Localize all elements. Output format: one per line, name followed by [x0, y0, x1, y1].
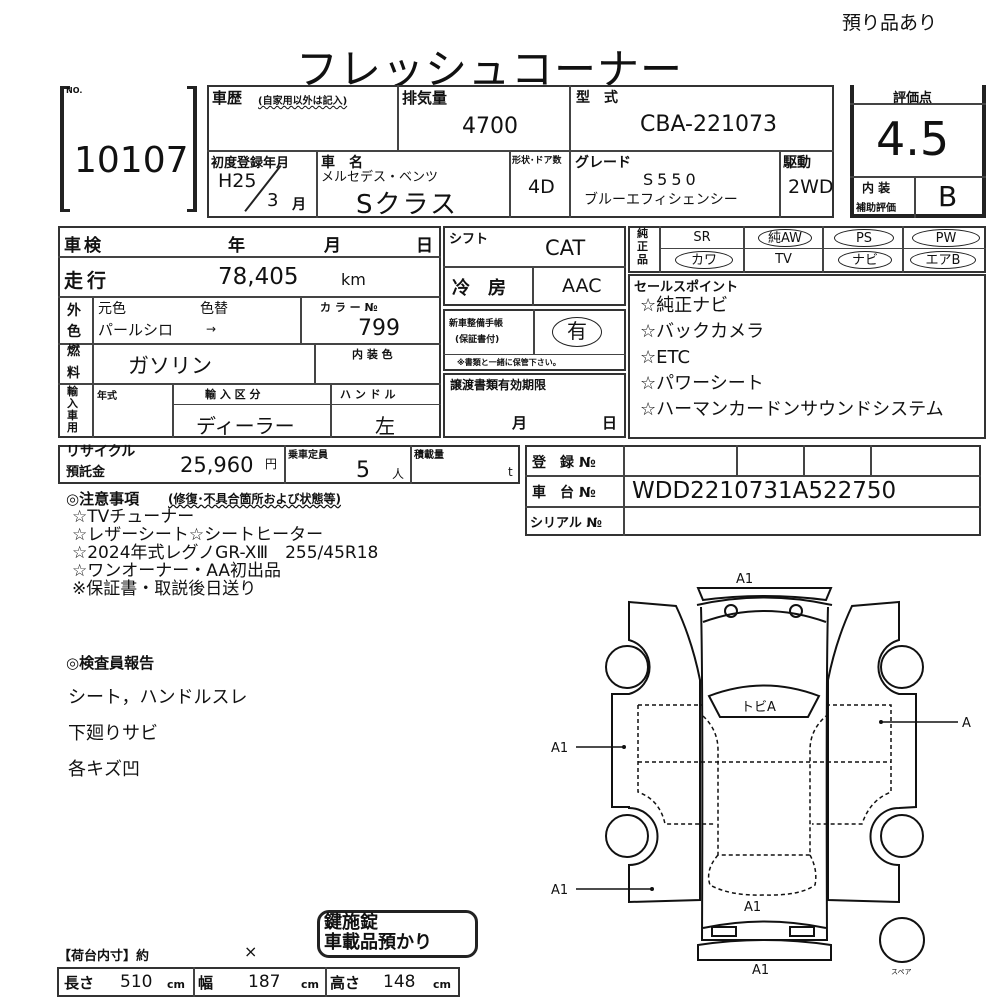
option-navi: ナビ [838, 251, 892, 269]
mileage-label: 走行 [64, 270, 111, 292]
spare-tire-icon [879, 917, 925, 963]
first-reg-year: H25 [218, 170, 257, 192]
options-table [628, 226, 986, 273]
key-stamp: 鍵施錠 車載品預かり [317, 910, 478, 958]
trunk-grade: A1 [744, 900, 761, 915]
deposit-note: 預り品あり [842, 12, 938, 34]
option-airbag: エアB [910, 251, 976, 269]
option-sr: SR [693, 230, 711, 245]
doors-value: 4D [528, 176, 555, 198]
capacity-value: 5 [356, 458, 370, 483]
option-pw: PW [912, 229, 980, 247]
ac-label: 冷 房 [452, 278, 506, 299]
inspector-list: シート，ハンドルスレ 下廻りサビ 各キズ凹 [68, 687, 248, 780]
first-reg-label: 初度登録年月 [211, 156, 290, 171]
handle-value: 左 [375, 414, 395, 438]
displacement-value: 4700 [462, 114, 518, 139]
inspector-title: ◎検査員報告 [66, 654, 155, 672]
inspection-label: 車検 [64, 236, 104, 256]
score-label: 評価点 [893, 91, 933, 106]
car-name-value: Sクラス [356, 190, 458, 220]
sales-points [628, 274, 986, 439]
notes-list: ☆TVチューナー ☆レザーシート☆シートヒーター ☆2024年式レグノGR-XⅢ… [72, 507, 379, 599]
color-number: 799 [358, 316, 400, 341]
service-book-value: 有 [552, 317, 602, 347]
right-door-grade: A [962, 716, 971, 731]
model-code-label: 型 式 [576, 90, 618, 106]
mileage-value: 78,405 [218, 264, 299, 290]
panel-outline-icon [637, 704, 892, 896]
option-ps: PS [834, 229, 894, 247]
grade-value: S550 [643, 170, 700, 189]
roof-grade: トビA [741, 700, 776, 715]
car-maker: メルセデス・ベンツ [321, 170, 439, 185]
left-door-grade: A1 [551, 741, 568, 756]
fuel-value: ガソリン [128, 354, 212, 378]
transfer-docs-label: 譲渡書類有効期限 [450, 378, 547, 392]
shift-label: シフト [449, 232, 489, 247]
sales-points-list: ☆純正ナビ ☆バックカメラ ☆ETC ☆パワーシート ☆ハーマンカードンサウンド… [640, 295, 944, 420]
option-leather: カワ [675, 251, 733, 269]
grade-label: グレード [575, 155, 631, 171]
exterior-color: パールシロ [98, 321, 174, 339]
history-sublabel: (自家用以外は記入) [258, 96, 348, 107]
shift-value: CAT [545, 236, 586, 260]
doors-label: 形状･ドア数 [512, 156, 562, 166]
condition-table [58, 226, 441, 438]
dimensions-table [57, 967, 460, 997]
rear-bumper-grade: A1 [752, 963, 769, 978]
chassis-number: WDD2210731A522750 [632, 478, 897, 504]
option-tv: TV [775, 252, 792, 267]
first-reg-month: 3 [267, 190, 279, 211]
lot-bracket [60, 86, 197, 212]
score-value: 4.5 [876, 112, 950, 166]
drive-label: 駆動 [783, 155, 811, 171]
lot-number: 10107 [74, 140, 189, 181]
lot-label: NO. [66, 86, 83, 95]
interior-score: B [938, 180, 958, 213]
import-class-value: ディーラー [196, 414, 295, 438]
height-value: 148 [383, 972, 416, 992]
left-rear-grade: A1 [551, 883, 568, 898]
displacement-label: 排気量 [402, 89, 448, 107]
registration-table [525, 445, 981, 536]
car-body-icon [605, 587, 925, 963]
score-box [850, 85, 986, 218]
model-code-value: CBA-221073 [640, 112, 777, 137]
car-name-label: 車 名 [321, 155, 363, 171]
length-value: 510 [120, 972, 153, 992]
width-value: 187 [248, 972, 281, 992]
ac-value: AAC [562, 275, 602, 297]
option-alloy-wheels: 純AW [758, 229, 812, 247]
grade-sub: ブルーエフィシェンシー [584, 192, 738, 208]
recycle-fee: 25,960 [180, 453, 254, 477]
front-bumper-grade: A1 [736, 572, 753, 587]
drive-value: 2WD [788, 176, 834, 198]
history-label: 車歴 [212, 89, 243, 107]
spare-label: スペア [891, 968, 912, 976]
notes-title: ◎注意事項 [66, 490, 140, 508]
